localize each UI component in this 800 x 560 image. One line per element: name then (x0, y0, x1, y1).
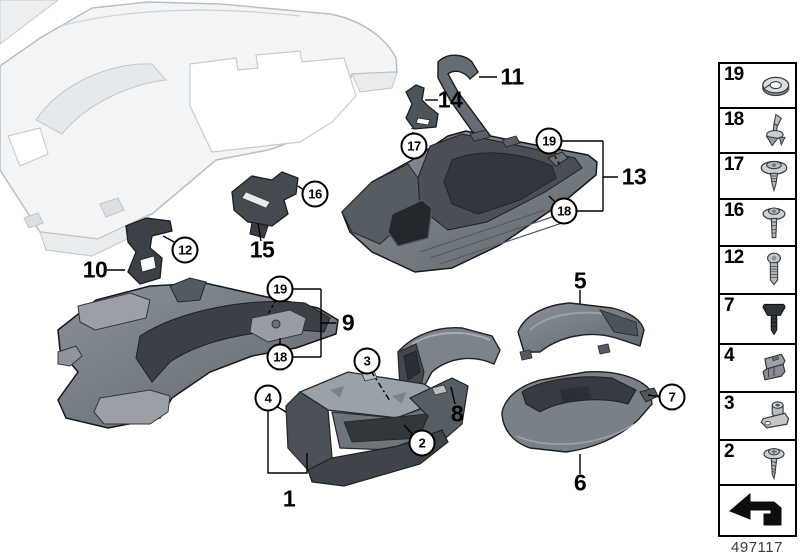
legend-item-17[interactable]: 17 (720, 154, 795, 200)
part-10-bracket (125, 217, 173, 285)
fastener-legend: 19 18 17 (718, 62, 797, 537)
part-6-column-cover-lower (501, 370, 659, 453)
rubber-plug-icon (762, 303, 786, 336)
callout-19-lower[interactable]: 19 (266, 275, 294, 303)
legend-item-4[interactable]: 4 (720, 345, 795, 393)
part-5-column-cover-upper (517, 302, 645, 361)
callout-19-upper[interactable]: 19 (535, 127, 563, 155)
label-5[interactable]: 5 (573, 267, 587, 294)
legend-number: 19 (724, 64, 744, 85)
label-14[interactable]: 14 (437, 86, 463, 113)
legend-number: 16 (724, 200, 744, 221)
callout-2[interactable]: 2 (408, 429, 436, 457)
callout-12[interactable]: 12 (171, 236, 199, 264)
pan-head-screw-icon (767, 252, 781, 286)
label-1[interactable]: 1 (282, 485, 296, 512)
label-11[interactable]: 11 (500, 63, 524, 90)
legend-item-12[interactable]: 12 (720, 247, 795, 295)
instrument-panel-art (0, 0, 398, 257)
callout-7[interactable]: 7 (658, 383, 686, 411)
part-11-bracket (437, 54, 493, 150)
legend-number: 4 (724, 345, 735, 366)
legend-number: 3 (724, 393, 735, 414)
direction-arrow-icon (728, 492, 781, 525)
legend-item-7[interactable]: 7 (720, 295, 795, 345)
part-15-bracket (231, 171, 299, 239)
part-1-glovebox (285, 370, 469, 487)
label-9[interactable]: 9 (341, 309, 355, 336)
cage-clip-icon (762, 353, 786, 381)
label-10[interactable]: 10 (82, 256, 108, 283)
label-8[interactable]: 8 (450, 400, 464, 427)
washer-icon (762, 76, 790, 96)
legend-item-3[interactable]: 3 (720, 393, 795, 441)
part-8-duct (397, 327, 501, 395)
callout-4[interactable]: 4 (254, 384, 282, 412)
legend-item-2[interactable]: 2 (720, 441, 795, 486)
torx-screw-washer-icon (762, 206, 786, 238)
callout-3[interactable]: 3 (353, 347, 381, 375)
callout-16[interactable]: 16 (301, 180, 329, 208)
part-9-carrier (57, 277, 339, 429)
washer-screw-icon (760, 160, 788, 193)
self-tapping-screw-icon (763, 447, 785, 480)
legend-number: 2 (724, 441, 735, 462)
legend-item-19[interactable]: 19 (720, 64, 795, 109)
expansion-rivet-icon (765, 113, 786, 147)
legend-item-overview-arrow[interactable] (720, 486, 795, 535)
label-15[interactable]: 15 (249, 236, 275, 263)
legend-number: 12 (724, 247, 744, 268)
clamp-nut-icon (760, 401, 790, 429)
legend-item-16[interactable]: 16 (720, 200, 795, 247)
label-6[interactable]: 6 (573, 469, 587, 496)
part-13-glovebox-housing (341, 129, 598, 273)
legend-number: 7 (724, 295, 735, 316)
legend-item-18[interactable]: 18 (720, 109, 795, 154)
callout-18-upper[interactable]: 18 (550, 197, 578, 225)
label-13[interactable]: 13 (621, 163, 647, 190)
callout-17[interactable]: 17 (400, 132, 428, 160)
leader-lines (107, 76, 662, 474)
legend-number: 18 (724, 109, 744, 130)
legend-number: 17 (724, 154, 744, 175)
part-14-bracket (405, 84, 439, 130)
callout-18-lower[interactable]: 18 (266, 343, 294, 371)
diagram-number: 497117 (731, 539, 783, 556)
